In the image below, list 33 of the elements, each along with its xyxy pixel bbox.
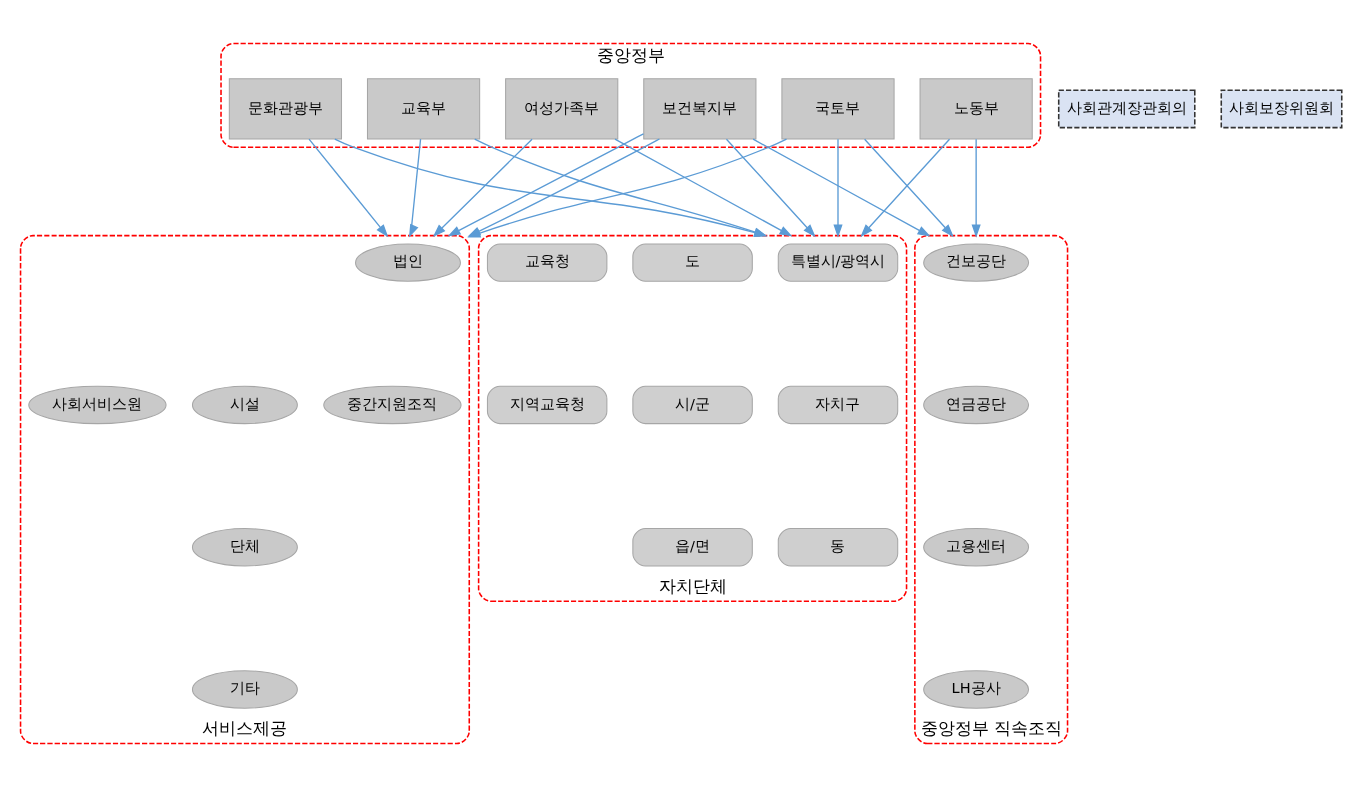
node-box: 국토부 [781,77,895,140]
node-box: 여성가족부 [505,77,619,140]
arrow [833,138,843,238]
node-ellipse: 건보공단 [923,242,1030,282]
node-ellipse: 사회서비스원 [28,385,167,424]
node-ellipse: 기타 [191,669,298,709]
node-box: 지역교육청 [486,385,608,424]
arrow [971,138,981,238]
node-ellipse: 단체 [191,527,298,566]
node-ellipse: 시설 [191,385,298,424]
node-box: 도 [632,242,753,282]
node-box: 문화관광부 [228,77,343,140]
node-box: 특별시/광역시 [777,242,899,282]
node-ellipse: 중간지원조직 [323,385,462,424]
node-box: 사회관계장관회의 [1057,88,1196,128]
arrow [408,138,422,237]
arrow [447,132,645,237]
node-box: 자치구 [777,385,899,424]
node-box: 시/군 [632,385,753,424]
node-box: 동 [777,527,899,566]
node-ellipse: LH공사 [923,669,1030,709]
node-box: 교육부 [366,77,481,140]
arrow [432,138,533,237]
node-ellipse: 연금공단 [923,385,1030,424]
arrow [308,138,389,237]
arrow [467,137,661,237]
node-box: 읍/면 [632,527,753,566]
node-ellipse: 법인 [355,242,461,282]
node-box: 노동부 [919,77,1033,140]
node-box: 교육청 [486,242,608,282]
node-ellipse: 고용센터 [923,527,1030,566]
node-box: 보건복지부 [643,77,757,140]
node-box: 사회보장위원회 [1220,88,1343,128]
